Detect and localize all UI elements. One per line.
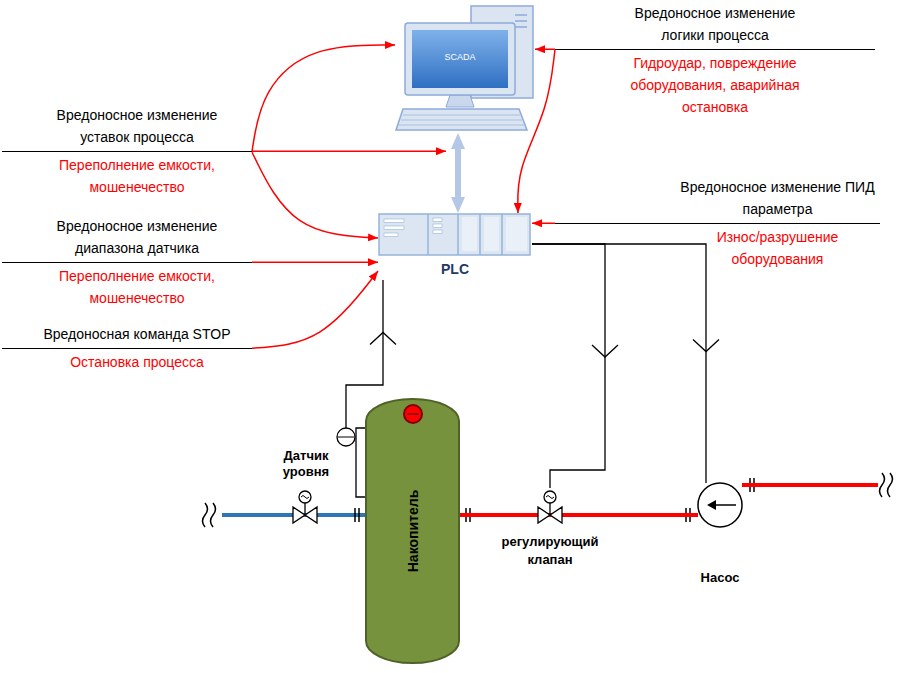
setpoint-attack-arrow [252, 151, 446, 153]
signal-wire [532, 244, 605, 488]
attack-consequence: Остановка процесса [25, 351, 250, 373]
attack-consequence: Гидроудар, повреждение оборудования, ава… [618, 52, 813, 118]
attack-name: Вредоносное изменение уставок процесса [40, 104, 235, 148]
attack-arrow [252, 262, 378, 264]
level-sensor: Датчик уровня [282, 428, 355, 490]
inlet-valve-symbol [293, 491, 317, 523]
pump-symbol [698, 483, 742, 527]
storage-tank: Накопитель [365, 398, 460, 664]
attack-name: Вредоносное изменение логики процесса [618, 2, 813, 46]
callout-underline: Вредоносное изменение диапазона датчика [2, 215, 252, 263]
attack-callout: Вредоносное изменение диапазона датчикаП… [2, 215, 252, 309]
attack-consequence: Переполнение емкости, мошенечество [40, 154, 235, 198]
attack-callout: Вредоносная команда STOP Остановка процес… [2, 323, 252, 373]
signal-direction [693, 340, 719, 352]
level-sensor-symbol [337, 428, 365, 497]
callout-underline: Вредоносная команда STOP [2, 323, 252, 349]
scada-computer: SCADA [395, 5, 535, 133]
device-label: регулирующий клапан [490, 533, 610, 569]
attack-consequence: Износ/разрушение оборудования [680, 226, 875, 270]
process-pipe [610, 513, 698, 517]
device-label: Датчик уровня [276, 448, 336, 480]
callout-underline: Вредоносное изменение логики процесса [555, 2, 875, 50]
plc-rack [378, 213, 532, 257]
attack-callout: Вредоносное изменение ПИД параметраИзнос… [555, 176, 880, 270]
pump: Насос [698, 483, 742, 583]
pipe-break-symbol [880, 473, 893, 497]
process-pipe [460, 513, 490, 517]
device-label: Насос [701, 569, 740, 586]
attack-arrow [252, 271, 378, 348]
callout-underline: Вредоносное изменение ПИД параметра [555, 176, 880, 224]
control-valve: регулирующий клапан [490, 488, 610, 568]
callout-underline: Вредоносное изменение уставок процесса [2, 104, 252, 152]
attack-consequence: Переполнение емкости, мошенечество [40, 265, 235, 309]
signal-wire [532, 244, 706, 483]
screen-label: SCADA [412, 52, 508, 63]
attack-arrow [535, 49, 555, 51]
callout-effect: Гидроудар, повреждение оборудования, ава… [555, 50, 875, 118]
callout-effect: Переполнение емкости, мошенечество [2, 152, 252, 198]
attack-arrow [252, 45, 395, 151]
signal-direction [592, 345, 618, 357]
callout-effect: Износ/разрушение оборудования [555, 224, 880, 270]
attack-name: Вредоносное изменение диапазона датчика [40, 215, 235, 259]
computer-icon [395, 5, 535, 133]
data-link [455, 141, 461, 205]
attack-callout: Вредоносное изменение логики процессаГид… [555, 2, 875, 118]
attack-arrow [532, 223, 555, 225]
callout-effect: Переполнение емкости, мошенечество [2, 263, 252, 309]
tank-label: Накопитель [404, 490, 421, 572]
control-valve-symbol [538, 491, 562, 523]
attack-callout: Вредоносное изменение уставок процессаПе… [2, 104, 252, 198]
plc-controller: PLC [378, 213, 532, 280]
attack-name: Вредоносное изменение ПИД параметра [680, 176, 875, 220]
callout-effect: Остановка процесса [2, 349, 252, 373]
pump-inlet-pipe [742, 483, 878, 487]
attack-name: Вредоносная команда STOP [25, 323, 250, 345]
attack-arrow [252, 152, 378, 238]
pipe-break-symbol [203, 503, 216, 527]
signal-direction [370, 333, 396, 345]
device-label: PLC [378, 261, 532, 278]
